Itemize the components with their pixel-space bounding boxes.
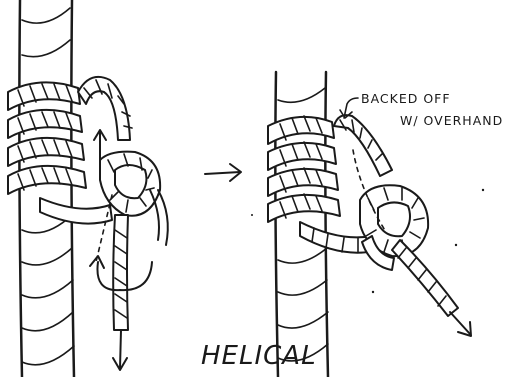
left-upper-loop	[78, 77, 132, 140]
left-host-rope	[19, 0, 74, 377]
right-pulled-tail	[392, 240, 458, 316]
left-panel	[8, 0, 168, 377]
annotation-pointer-icon	[340, 98, 358, 118]
annotation-line-2: W/ OVERHAND	[400, 113, 503, 128]
dashed-guide-line	[96, 195, 112, 262]
right-overhand-knot	[360, 185, 428, 270]
down-arrow-icon	[113, 330, 127, 370]
right-upper-loop	[334, 115, 392, 176]
down-right-arrow-icon	[450, 312, 471, 336]
figure-title: HELICAL	[201, 341, 317, 371]
left-helical-wraps	[8, 82, 112, 223]
right-arrow-icon	[205, 164, 241, 181]
annotation-line-1: BACKED OFF	[361, 91, 451, 106]
